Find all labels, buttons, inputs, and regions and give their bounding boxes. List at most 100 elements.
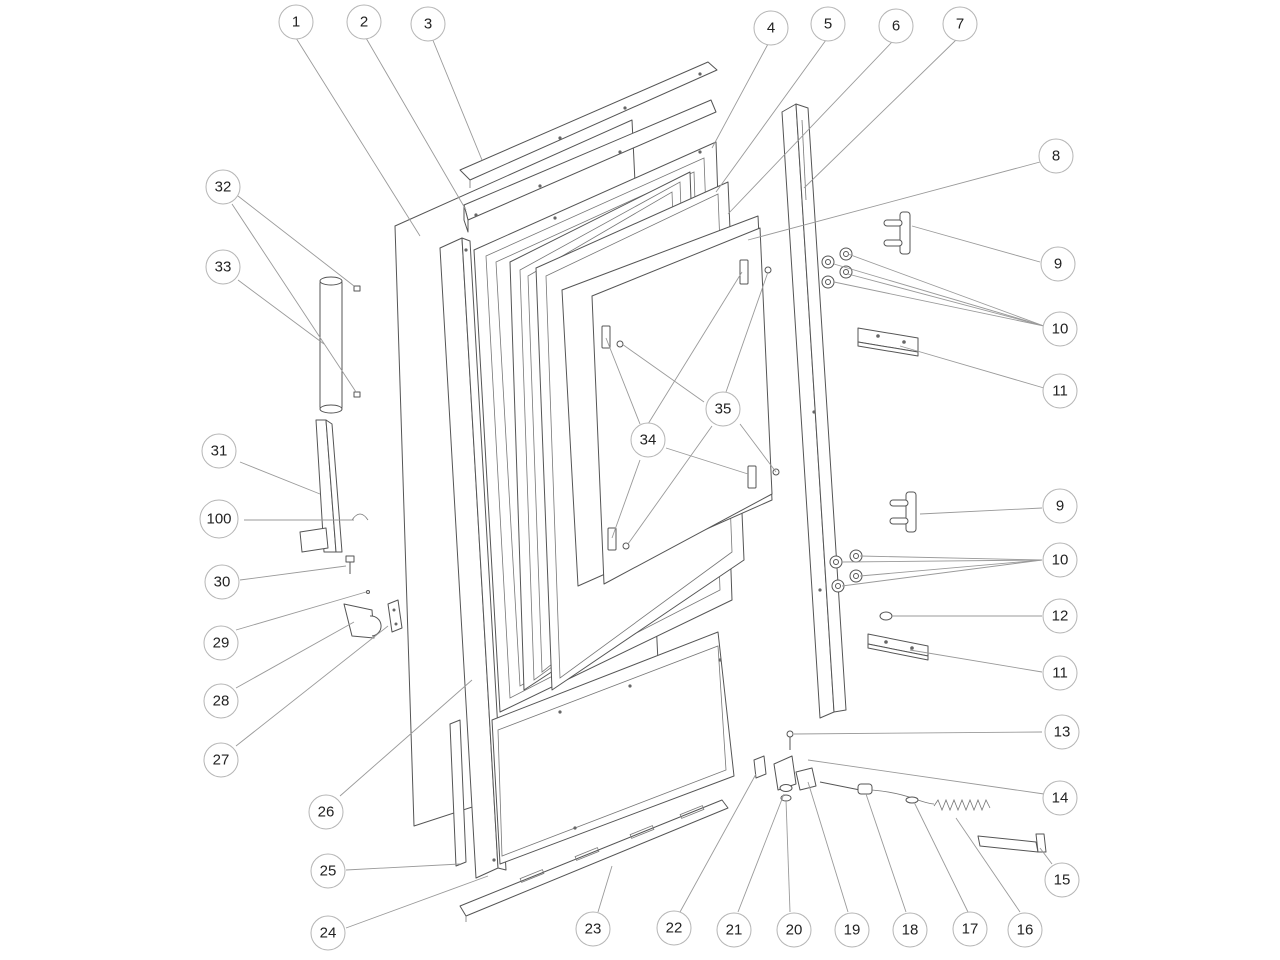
svg-text:27: 27	[213, 752, 230, 769]
leader-34-a	[647, 271, 743, 425]
part-nut	[879, 611, 893, 621]
leader-5	[715, 39, 827, 193]
callout-5: 5	[810, 6, 846, 42]
svg-text:22: 22	[666, 920, 683, 937]
callout-100: 100	[199, 499, 239, 539]
leader-28	[235, 621, 355, 689]
leader-10a-2	[833, 263, 1045, 327]
svg-text:11: 11	[1052, 383, 1068, 400]
callout-17: 17	[952, 911, 988, 947]
leader-6	[727, 41, 893, 215]
part-right-post	[781, 103, 847, 719]
leader-4	[711, 43, 769, 149]
leader-35-d	[627, 425, 713, 545]
callout-32: 32	[205, 169, 241, 205]
callout-19: 19	[834, 912, 870, 948]
leader-31	[239, 461, 321, 495]
callout-12: 12	[1042, 598, 1078, 634]
leader-10b-3	[859, 559, 1043, 577]
callout-34: 34	[630, 422, 666, 458]
leader-35-b	[725, 271, 769, 393]
part-keeper-plate	[387, 599, 403, 633]
leader-34-b	[605, 337, 641, 425]
part-spring-bracket	[977, 833, 1047, 853]
callout-25: 25	[310, 853, 346, 889]
part-pin	[345, 555, 355, 574]
part-tiny-ball	[366, 590, 370, 594]
svg-text:6: 6	[892, 18, 900, 35]
leader-9b	[919, 507, 1043, 515]
part-top-rail	[459, 61, 718, 188]
svg-text:35: 35	[715, 401, 732, 418]
leader-7	[803, 39, 957, 189]
callout-4: 4	[753, 10, 789, 46]
callout-10-top: 10	[1042, 311, 1078, 347]
leader-2	[365, 37, 467, 211]
callout-10-bottom: 10	[1042, 542, 1078, 578]
svg-text:32: 32	[215, 179, 232, 196]
svg-text:24: 24	[320, 925, 337, 942]
leader-34-d	[611, 459, 641, 539]
leader-18	[865, 793, 907, 913]
part-cable	[819, 781, 935, 805]
part-hinge-plate-bottom	[867, 633, 929, 661]
callout-21: 21	[716, 912, 752, 948]
callout-1: 1	[278, 4, 314, 40]
callout-30: 30	[204, 564, 240, 600]
callout-2: 2	[346, 4, 382, 40]
svg-text:26: 26	[318, 804, 335, 821]
leader-16	[955, 817, 1021, 913]
leader-3	[431, 37, 483, 161]
part-hinge-plate-top	[857, 327, 919, 357]
part-bushing	[779, 784, 793, 802]
part-bottom-left-bar	[449, 719, 467, 867]
leader-35-a	[621, 343, 705, 403]
part-rod	[319, 276, 343, 414]
part-top-channel	[463, 99, 717, 233]
leader-20	[785, 799, 791, 913]
callout-35: 35	[705, 391, 741, 427]
leader-22	[679, 773, 757, 913]
svg-text:28: 28	[213, 693, 230, 710]
svg-text:9: 9	[1056, 498, 1064, 515]
leader-10b-4	[841, 559, 1043, 587]
callout-8: 8	[1038, 138, 1074, 174]
callout-14: 14	[1042, 780, 1078, 816]
svg-text:31: 31	[211, 443, 228, 460]
leader-9a	[911, 225, 1041, 263]
svg-text:10: 10	[1052, 552, 1069, 569]
leader-14	[807, 759, 1045, 795]
leader-24	[345, 875, 489, 929]
leader-17	[913, 801, 969, 913]
svg-text:9: 9	[1054, 256, 1062, 273]
part-hinge-pin-bottom	[889, 491, 917, 533]
part-clip	[753, 755, 767, 779]
callout-27: 27	[203, 742, 239, 778]
svg-text:7: 7	[956, 16, 964, 33]
svg-text:19: 19	[844, 922, 861, 939]
callout-23: 23	[575, 911, 611, 947]
door-parts	[299, 61, 1047, 922]
callout-20: 20	[776, 912, 812, 948]
callout-11-top: 11	[1042, 373, 1078, 409]
svg-text:23: 23	[585, 921, 602, 938]
svg-text:17: 17	[962, 921, 979, 938]
callout-29: 29	[203, 625, 239, 661]
leader-10a-3	[847, 273, 1045, 327]
leader-10a-1	[847, 253, 1045, 327]
callout-24: 24	[310, 915, 346, 951]
leader-32-b	[231, 203, 357, 393]
callout-9-bottom: 9	[1042, 488, 1078, 524]
leader-lines	[231, 37, 1053, 929]
part-latch	[343, 603, 382, 639]
part-bracket	[773, 755, 817, 791]
svg-text:1: 1	[292, 14, 300, 31]
svg-text:3: 3	[424, 16, 432, 33]
leader-10b-1	[859, 555, 1043, 561]
part-spring	[933, 798, 991, 812]
svg-text:33: 33	[215, 259, 232, 276]
part-screw	[786, 730, 794, 750]
leader-25	[345, 863, 461, 871]
callout-31: 31	[201, 433, 237, 469]
